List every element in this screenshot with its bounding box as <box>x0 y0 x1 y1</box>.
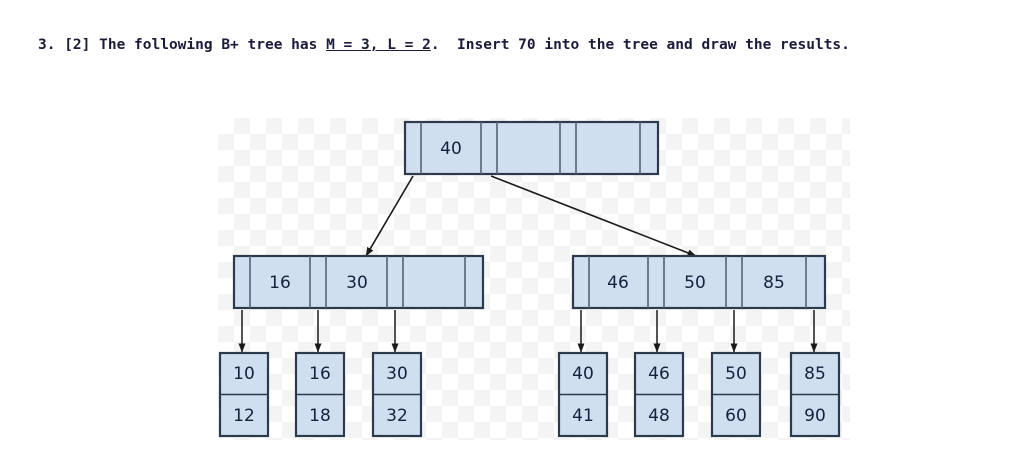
leaf-4-value-1: 41 <box>572 406 594 426</box>
internal-node-right[interactable]: 46 50 85 <box>571 254 827 310</box>
leaf-6-value-1: 60 <box>725 406 747 426</box>
internal-node-left[interactable]: 16 30 <box>232 254 485 310</box>
leaf-7-value-1: 90 <box>804 406 826 426</box>
leaf-4-value-0: 40 <box>572 364 594 384</box>
right-internal-key-2: 85 <box>763 273 785 293</box>
edge-root-to-left-internal <box>365 175 414 257</box>
leaf-1[interactable]: 10 12 <box>218 351 270 438</box>
right-internal-key-1: 50 <box>684 273 706 293</box>
root-key-0: 40 <box>440 139 462 159</box>
left-internal-key-1: 30 <box>346 273 368 293</box>
leaf-5-value-0: 46 <box>648 364 670 384</box>
leaf-6-value-0: 50 <box>725 364 747 384</box>
leaf-2-value-1: 18 <box>309 406 331 426</box>
question-prompt: 3. [2] The following B+ tree has M = 3, … <box>38 33 998 57</box>
leaf-2-value-0: 16 <box>309 364 331 384</box>
leaf-2[interactable]: 16 18 <box>294 351 346 438</box>
leaf-4[interactable]: 40 41 <box>557 351 609 438</box>
leaf-6[interactable]: 50 60 <box>710 351 762 438</box>
leaf-5-value-1: 48 <box>648 406 670 426</box>
leaf-1-value-0: 10 <box>233 364 255 384</box>
leaf-3-value-1: 32 <box>386 406 408 426</box>
question-text-before: 3. [2] The following B+ tree has <box>38 37 327 53</box>
question-text-after: . Insert 70 into the tree and draw the r… <box>430 37 850 53</box>
leaf-5[interactable]: 46 48 <box>633 351 685 438</box>
leaf-7[interactable]: 85 90 <box>789 351 841 438</box>
leaf-7-value-0: 85 <box>804 364 826 384</box>
leaf-3-value-0: 30 <box>386 364 408 384</box>
left-internal-key-0: 16 <box>269 273 291 293</box>
leaf-1-value-1: 12 <box>233 406 255 426</box>
root-node[interactable]: 40 <box>403 120 660 176</box>
right-internal-key-0: 46 <box>607 273 629 293</box>
question-constraints: M = 3, L = 2 <box>326 37 431 53</box>
edge-root-to-right-internal <box>490 175 697 257</box>
leaf-3[interactable]: 30 32 <box>371 351 423 438</box>
